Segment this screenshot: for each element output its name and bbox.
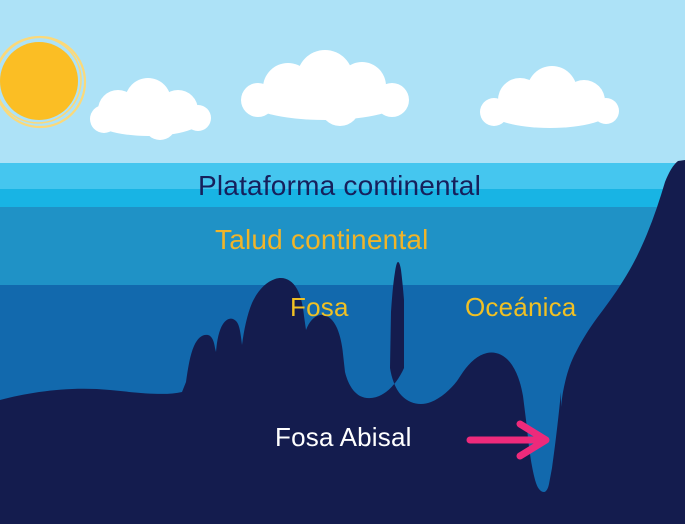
trench-water-wedge — [524, 380, 566, 489]
sun-disc — [0, 42, 78, 120]
water-band-surface — [0, 163, 685, 190]
water-band-slope — [0, 207, 685, 286]
cloud-icon-center — [241, 50, 409, 126]
cloud-icon-right — [480, 66, 619, 128]
water-band-shelf — [0, 189, 685, 208]
seafloor-left-and-peaks — [0, 262, 561, 524]
seafloor-right-cliff — [556, 160, 685, 524]
cloud-icon-left — [90, 78, 211, 140]
sun-ring-inner — [0, 36, 82, 124]
arrow-head — [516, 420, 550, 460]
